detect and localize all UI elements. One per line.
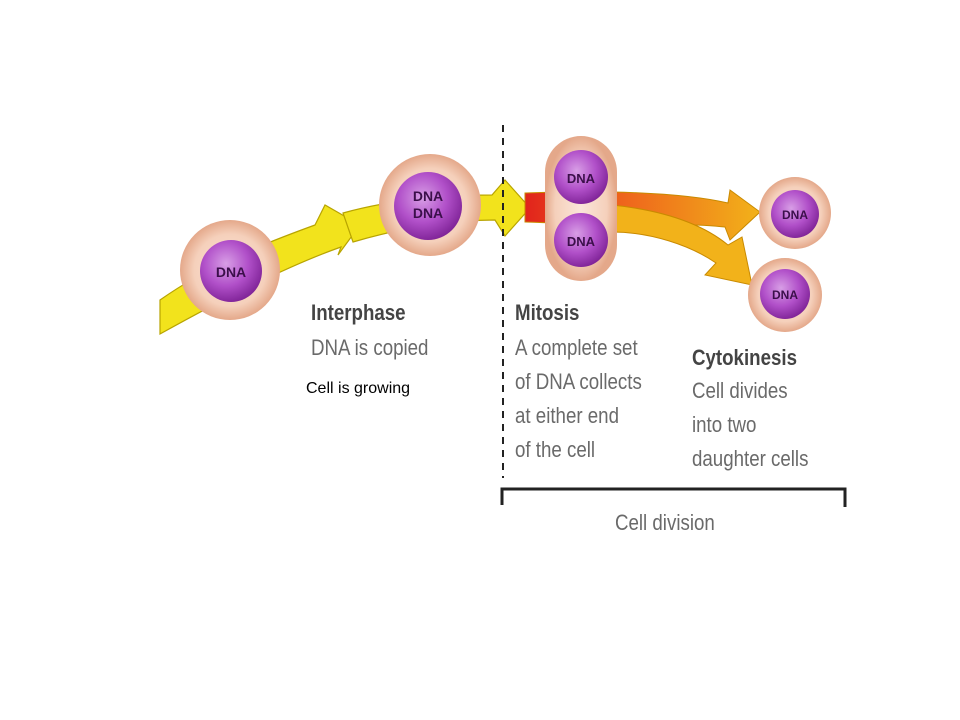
cytokinesis-line: daughter cells <box>692 446 809 471</box>
mitosis-line: of the cell <box>515 437 596 462</box>
dna-label: DNA <box>216 264 246 280</box>
dna-label: DNA <box>782 208 808 222</box>
daughter-cell-upper: DNA <box>759 177 831 249</box>
cell-interphase-start: DNA <box>180 220 280 320</box>
cytokinesis-line: Cell divides <box>692 378 788 403</box>
dna-label: DNA <box>772 288 798 302</box>
interphase-title: Interphase <box>311 300 406 325</box>
mitosis-line: at either end <box>515 403 619 428</box>
dna-label: DNA <box>567 234 596 249</box>
dna-label: DNA <box>413 188 443 204</box>
interphase-description: DNA is copied <box>311 331 428 365</box>
cell-mitosis: DNA DNA <box>545 136 617 281</box>
cytokinesis-description: Cell divides into two daughter cells <box>692 374 808 476</box>
mitosis-line: A complete set <box>515 335 638 360</box>
cell-division-bracket <box>500 487 847 507</box>
cell-dna-copied: DNA DNA <box>379 154 481 256</box>
interphase-line: DNA is copied <box>311 335 429 360</box>
dna-label: DNA <box>567 171 596 186</box>
mitosis-title: Mitosis <box>515 300 580 325</box>
cell-division-label: Cell division <box>615 510 715 535</box>
mitosis-line: of DNA collects <box>515 369 642 394</box>
dna-label: DNA <box>413 205 443 221</box>
cytokinesis-title: Cytokinesis <box>692 345 797 370</box>
mitosis-description: A complete set of DNA collects at either… <box>515 331 642 467</box>
growth-note: Cell is growing <box>306 380 411 397</box>
daughter-cell-lower: DNA <box>748 258 822 332</box>
cytokinesis-line: into two <box>692 412 757 437</box>
